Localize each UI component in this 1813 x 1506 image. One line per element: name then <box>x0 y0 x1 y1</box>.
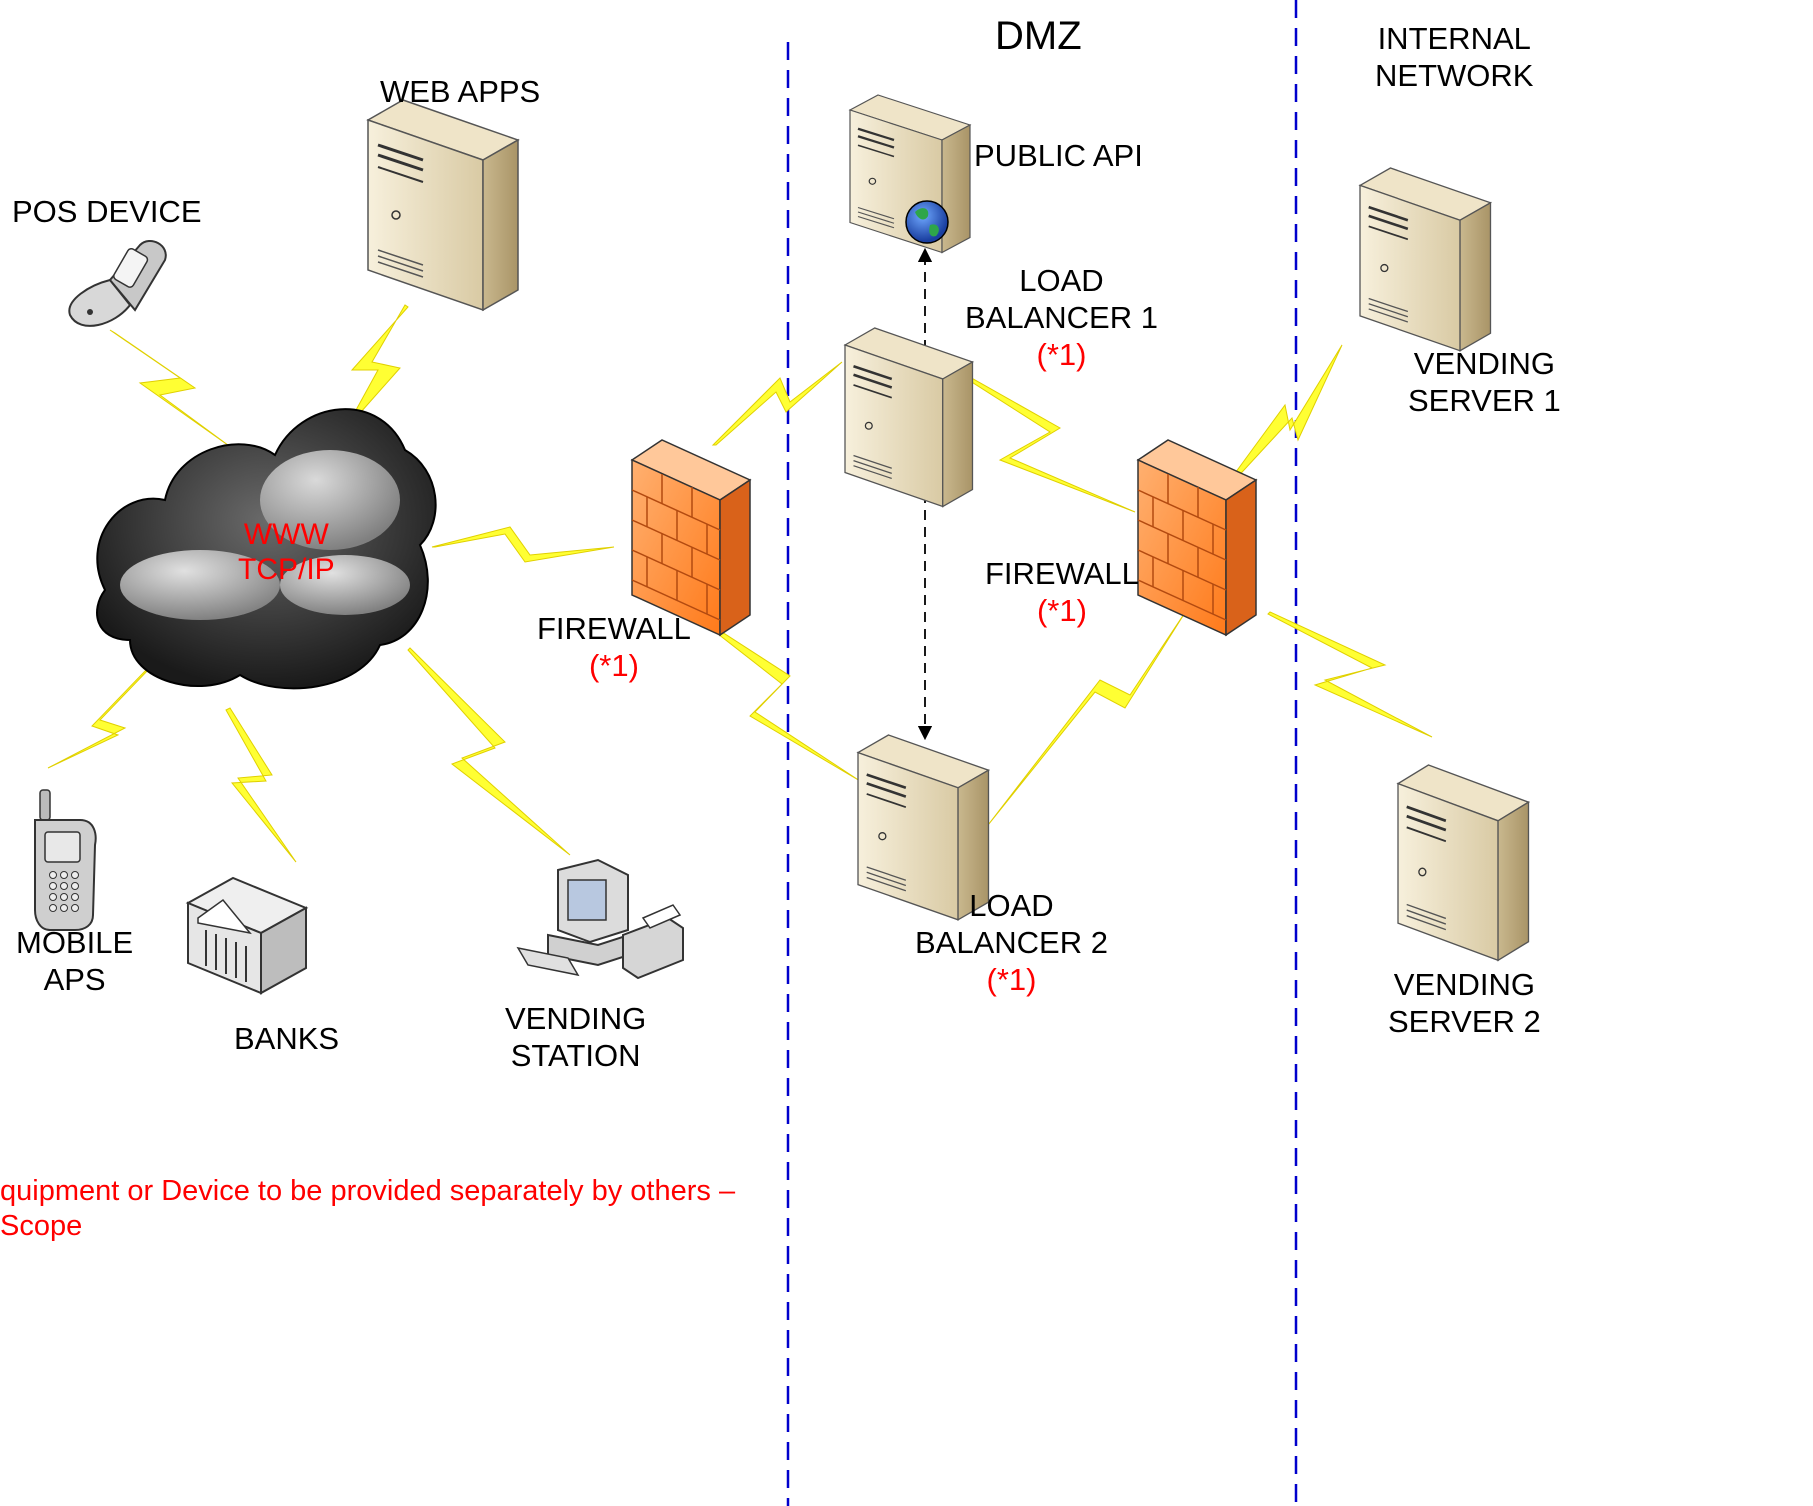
bolt-cloud-to-vending-station <box>407 647 571 856</box>
firewall-1-label: FIREWALL (*1) <box>537 610 691 684</box>
bolt-firewall2-to-vs2 <box>1267 611 1433 738</box>
vs1-line2: SERVER 1 <box>1408 383 1561 419</box>
bolt-lb1-to-firewall2 <box>944 362 1136 513</box>
vending-server-2-label: VENDING SERVER 2 <box>1388 966 1541 1040</box>
firewall-1-title: FIREWALL <box>537 611 691 646</box>
mobile-phone-icon <box>34 789 97 931</box>
web-apps-label: WEB APPS <box>380 74 541 109</box>
load-balancer-2-label: LOAD BALANCER 2 (*1) <box>915 887 1108 999</box>
bolt-cloud-to-firewall <box>431 526 615 563</box>
vending-station-label: VENDING STATION <box>505 1000 646 1074</box>
vs1-line1: VENDING <box>1413 346 1556 381</box>
bolt-cloud-to-mobile <box>47 667 151 769</box>
bank-icon <box>185 876 309 995</box>
bolt-cloud-to-banks <box>225 707 297 863</box>
vending-station-line2: STATION <box>510 1038 641 1074</box>
lb2-line2: BALANCER 2 <box>915 925 1108 961</box>
cloud-label-line2: TCP/IP <box>238 552 335 586</box>
firewall-1-note: (*1) <box>588 648 639 684</box>
web-apps-server-icon <box>366 98 520 312</box>
pos-device-icon <box>68 240 167 327</box>
load-balancer-1-label: LOAD BALANCER 1 (*1) <box>965 262 1158 374</box>
banks-label: BANKS <box>234 1021 340 1056</box>
lb2-line1: LOAD <box>969 888 1054 923</box>
lb1-note: (*1) <box>1036 337 1087 373</box>
bolt-firewall2-to-vs1 <box>1229 344 1343 483</box>
vs2-line2: SERVER 2 <box>1388 1004 1541 1040</box>
vending-server-1-icon <box>1358 166 1492 353</box>
lb2-note: (*1) <box>986 962 1037 998</box>
mobile-apps-label: MOBILE APS <box>16 924 133 998</box>
load-balancer-1-server-icon <box>843 326 974 508</box>
zone-dmz-label: DMZ <box>995 14 1082 58</box>
cloud-label-line1: WWW <box>243 518 329 551</box>
mobile-line1: MOBILE <box>16 925 134 960</box>
firewall-1-icon <box>631 439 751 636</box>
vending-server-1-label: VENDING SERVER 1 <box>1408 345 1561 419</box>
firewall-2-title: FIREWALL <box>985 556 1139 591</box>
vending-server-2-icon <box>1396 763 1530 962</box>
vs2-line1: VENDING <box>1393 967 1536 1002</box>
zone-internal-line2: NETWORK <box>1375 58 1534 94</box>
vending-station-icon <box>516 858 684 980</box>
footnote-line1: quipment or Device to be provided separa… <box>0 1175 736 1207</box>
lb1-line1: LOAD <box>1019 263 1104 298</box>
bolt-firewall-to-lb1 <box>711 361 843 446</box>
firewall-2-label: FIREWALL (*1) <box>985 555 1139 629</box>
globe-icon <box>905 200 949 244</box>
www-cloud-icon <box>96 408 437 690</box>
footnote-line2: Scope <box>0 1209 83 1242</box>
firewall-2-note: (*1) <box>1036 593 1087 629</box>
bolt-firewall-to-lb2 <box>717 631 861 782</box>
lb1-line2: BALANCER 1 <box>965 300 1158 336</box>
mobile-line2: APS <box>43 962 106 998</box>
cloud-label: WWW TCP/IP <box>238 518 335 587</box>
connector-bolts <box>47 304 1433 863</box>
bolt-webapps-to-cloud <box>344 304 409 431</box>
public-api-label: PUBLIC API <box>974 138 1143 173</box>
footnote: quipment or Device to be provided separa… <box>0 1174 735 1244</box>
pos-device-label: POS DEVICE <box>12 194 202 229</box>
zone-internal-network-label: INTERNAL NETWORK <box>1375 20 1533 94</box>
vending-station-line1: VENDING <box>505 1001 647 1036</box>
zone-internal-line1: INTERNAL <box>1377 21 1531 56</box>
bolt-pos-to-cloud <box>109 329 233 449</box>
